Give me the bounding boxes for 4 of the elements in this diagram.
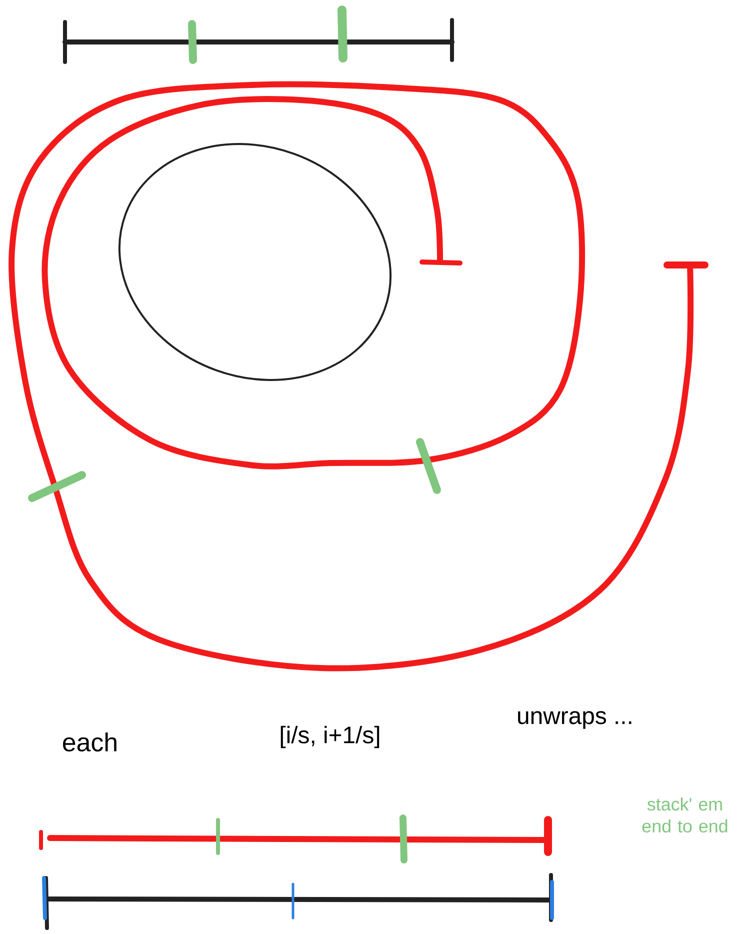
handwritten-text: unwraps ...: [518, 711, 632, 729]
handwritten-text: stack' em end to end: [642, 797, 728, 833]
handwritten-text: each: [63, 732, 116, 752]
handwritten-text: [i/s, i+1/s]: [280, 726, 380, 748]
